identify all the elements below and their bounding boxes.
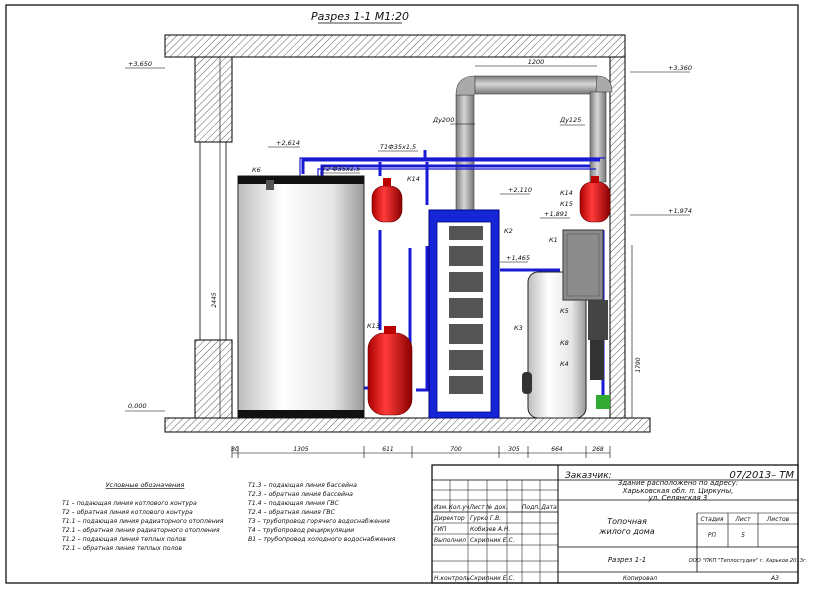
tb-name-3: Скрипник Е.С. bbox=[470, 537, 515, 544]
tb-col-izm: Изм. bbox=[434, 504, 448, 511]
tag-k14-left: К14 bbox=[407, 175, 420, 183]
legend: Условные обозначения Т1 – подающая линия… bbox=[62, 481, 396, 552]
tag-k14-right: К14 bbox=[560, 189, 573, 197]
dim-1: 80 bbox=[231, 446, 239, 453]
elevation-k1-top: +1,891 bbox=[544, 210, 568, 218]
legend-item: Т3 – трубопровод горячего водоснабжения bbox=[248, 517, 390, 525]
dim-height-left: 2445 bbox=[211, 292, 218, 307]
tb-col-date: Дата bbox=[540, 504, 557, 511]
building-structure bbox=[164, 34, 651, 433]
tb-sheets-header: Листов bbox=[766, 516, 790, 523]
dhw-tank-k3 bbox=[522, 271, 587, 419]
legend-item: Т2 – обратная линия котлового контура bbox=[62, 508, 193, 516]
tb-col-koluch: Кол.уч bbox=[449, 504, 470, 511]
legend-item: Т2.1 – обратная линия радиаторного отопл… bbox=[62, 526, 220, 534]
tb-role-3: Выполнил bbox=[434, 537, 466, 544]
tb-code: 07/2013– ТМ bbox=[730, 470, 795, 481]
legend-item: Т2.1 – обратная линия теплых полов bbox=[62, 544, 182, 552]
tb-address-2: Харьковская обл. п. Циркуны, bbox=[622, 487, 734, 495]
tag-k5: К5 bbox=[560, 307, 569, 315]
dimension-top: 1200 bbox=[528, 58, 545, 66]
dim-3: 611 bbox=[382, 446, 393, 453]
legend-item: Т4 – трубопровод рециркуляции bbox=[248, 526, 354, 534]
control-unit-k1 bbox=[562, 229, 610, 409]
tb-col-list: Лист bbox=[468, 504, 485, 511]
tb-role-5: Н.контроль bbox=[434, 575, 470, 582]
tb-name-2: Кобизев А.Н. bbox=[470, 526, 510, 533]
tag-k2: К2 bbox=[504, 227, 513, 235]
storage-tank-k6 bbox=[237, 175, 365, 419]
tb-col-ndoc: № док. bbox=[485, 504, 508, 511]
dim-7: 268 bbox=[592, 446, 604, 453]
tag-k8: К8 bbox=[560, 339, 569, 347]
legend-item: Т1.3 – подающая линия бассейна bbox=[248, 481, 357, 489]
sheet-frame bbox=[5, 4, 799, 584]
legend-title: Условные обозначения bbox=[106, 481, 185, 489]
expansion-tank-k14-right bbox=[579, 176, 611, 223]
expansion-tank-k14-left bbox=[371, 178, 403, 223]
elevation-top-left: +3,650 bbox=[128, 60, 152, 68]
tb-object-2: жилого дома bbox=[598, 527, 655, 536]
tb-drawing-name: Разрез 1-1 bbox=[608, 556, 646, 564]
tb-sheet-header: Лист bbox=[734, 516, 751, 523]
dim-6: 664 bbox=[551, 446, 563, 453]
tb-copied: Копировал bbox=[623, 575, 657, 582]
dim-height-right: 1790 bbox=[635, 357, 642, 372]
tb-client-label: Заказчик: bbox=[565, 471, 612, 481]
tag-k6: К6 bbox=[252, 166, 261, 174]
tb-format: А3 bbox=[770, 575, 779, 582]
legend-item: Т2.3 – обратная линия бассейна bbox=[248, 490, 353, 498]
elevation-boiler-top: +2,110 bbox=[508, 186, 532, 194]
boiler-k2 bbox=[428, 209, 500, 419]
tb-role-1: Директор bbox=[433, 515, 465, 522]
tag-k4: К4 bbox=[560, 360, 569, 368]
tag-k13: К13 bbox=[367, 322, 380, 330]
tag-k15: К15 bbox=[560, 200, 573, 208]
dim-4: 700 bbox=[450, 446, 462, 453]
tb-role-2: ГИП bbox=[434, 526, 447, 533]
elevation-top-right: +3,360 bbox=[668, 64, 692, 72]
elevation-right-mid: +1,974 bbox=[668, 207, 692, 215]
tb-address-1: Здание расположено по адресу: bbox=[618, 479, 738, 487]
tb-stage-header: Стадия bbox=[700, 516, 723, 523]
pipe-label-du125: Ду125 bbox=[559, 116, 581, 124]
pipe-label-du200: Ду200 bbox=[432, 116, 454, 124]
elevation-tank-top: +1,465 bbox=[506, 254, 530, 262]
legend-item: Т2.4 – обратная линия ГВС bbox=[248, 508, 336, 516]
legend-item: Т1 – подающая линия котлового контура bbox=[62, 500, 197, 507]
tb-object-1: Топочная bbox=[607, 517, 647, 526]
tb-stage-value: РП bbox=[708, 532, 717, 539]
expansion-tank-k13 bbox=[367, 326, 413, 416]
tag-k3: К3 bbox=[514, 324, 523, 332]
tb-address-3: ул. Селянская 3 bbox=[648, 494, 708, 502]
elevation-pipe-left: +2,614 bbox=[276, 139, 300, 147]
tag-k1: К1 bbox=[549, 236, 558, 244]
legend-item: В1 – трубопровод холодного водоснабжения bbox=[248, 535, 396, 543]
section-title: Разрез 1-1 М1:20 bbox=[311, 10, 409, 23]
tb-name-5: Скрипник Е.С. bbox=[470, 575, 515, 582]
title-block bbox=[431, 464, 799, 584]
legend-item: Т1.4 – подающая линия ГВС bbox=[248, 500, 339, 507]
dim-2: 1305 bbox=[293, 446, 308, 453]
tb-sheet-value: 5 bbox=[741, 532, 745, 539]
tb-company: ООО "ПКП "Теплостудия" г. Харьков 2013г. bbox=[689, 558, 808, 564]
tb-col-podp: Подп. bbox=[522, 504, 540, 511]
elevation-floor: 0,000 bbox=[128, 402, 147, 410]
legend-item: Т1.2 – подающая линия теплых полов bbox=[62, 536, 186, 543]
tb-name-1: Гурко Г.В. bbox=[470, 515, 501, 522]
pipe-label-t2: Т2 Ф35х1,5 bbox=[322, 165, 360, 173]
pipe-label-t1: Т1Ф35х1,5 bbox=[380, 143, 416, 151]
legend-item: Т1.1 – подающая линия радиаторного отопл… bbox=[62, 518, 224, 525]
dim-5: 305 bbox=[508, 446, 520, 453]
